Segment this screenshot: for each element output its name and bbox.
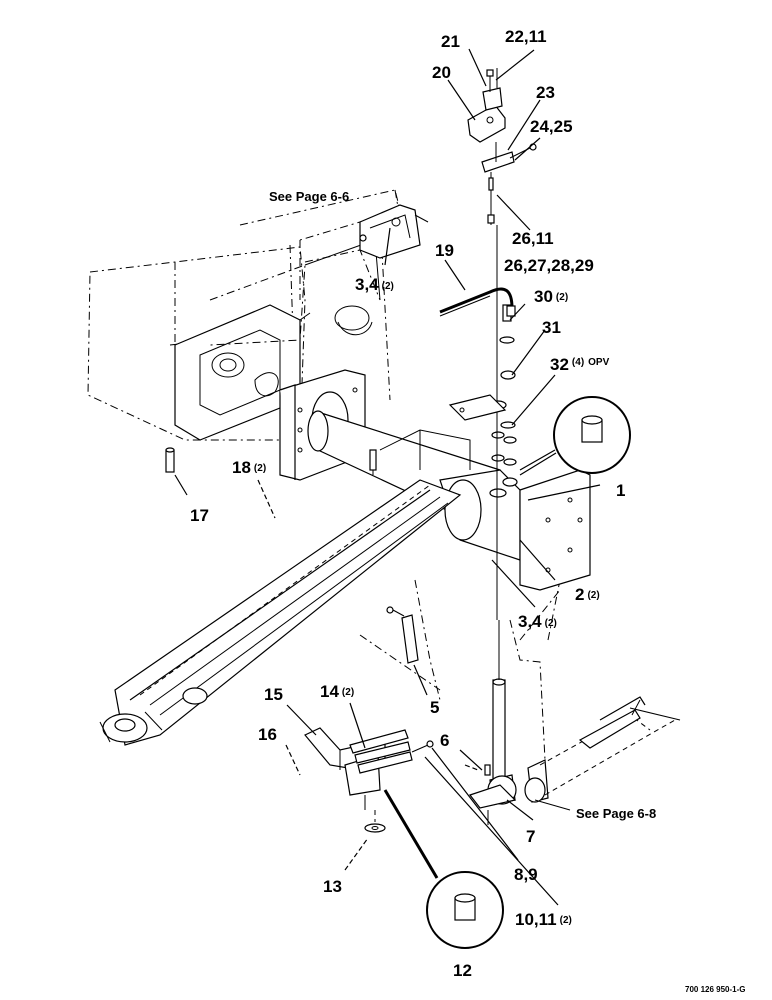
callout-3-4-top: 3,4(2)	[355, 275, 394, 294]
magnifier-part-1	[519, 396, 631, 476]
callout-5: 5	[430, 698, 439, 717]
see-page-6-6: See Page 6-6	[269, 189, 349, 204]
callout-labels: 21 22,11 20 23 24,25 26,11 26,27,28,29 1…	[190, 27, 746, 994]
washer-part-13	[364, 810, 386, 833]
callout-31: 31	[542, 318, 561, 337]
callout-24-25: 24,25	[530, 117, 573, 136]
callout-23: 23	[536, 83, 555, 102]
callout-6: 6	[440, 731, 449, 750]
callout-3-4-mid: 3,4(2)	[518, 612, 557, 631]
right-hitch-assembly	[524, 696, 681, 803]
callout-12: 12	[453, 961, 472, 980]
link-part-5	[386, 606, 419, 664]
magnifier-part-12	[383, 789, 504, 949]
callout-21: 21	[441, 32, 460, 51]
callout-14: 14(2)	[320, 682, 354, 701]
callout-18: 18(2)	[232, 458, 266, 477]
callout-32: 32(4)OPV	[550, 355, 610, 374]
callout-20: 20	[432, 63, 451, 82]
pin-parts-8-9	[411, 740, 491, 825]
callout-17: 17	[190, 506, 209, 525]
callout-16: 16	[258, 725, 277, 744]
tongue-arm	[99, 479, 462, 746]
callout-2: 2(2)	[575, 585, 600, 604]
plates-part-14	[349, 729, 413, 774]
drawing-number: 700 126 950-1-G	[685, 985, 746, 994]
callout-22-11: 22,11	[505, 27, 547, 46]
upper-cam-assembly	[467, 68, 537, 300]
callout-13: 13	[323, 877, 342, 896]
callout-8-9: 8,9	[514, 865, 538, 884]
see-page-6-8: See Page 6-8	[576, 806, 656, 821]
upper-bracket	[359, 204, 429, 259]
hose-part-19	[439, 287, 516, 317]
callout-26-11: 26,11	[512, 229, 554, 248]
callout-26-29: 26,27,28,29	[504, 256, 594, 275]
callout-1: 1	[616, 481, 625, 500]
main-cross-tube	[307, 410, 521, 561]
callout-30: 30(2)	[534, 287, 568, 306]
right-mount-plate	[519, 469, 591, 591]
pin-part-17	[165, 447, 175, 473]
callout-19: 19	[435, 241, 454, 260]
leader-lines	[174, 48, 601, 906]
callout-7: 7	[526, 827, 535, 846]
callout-15: 15	[264, 685, 283, 704]
driveline-shaft	[469, 620, 517, 809]
callout-10-11: 10,11(2)	[515, 910, 572, 929]
